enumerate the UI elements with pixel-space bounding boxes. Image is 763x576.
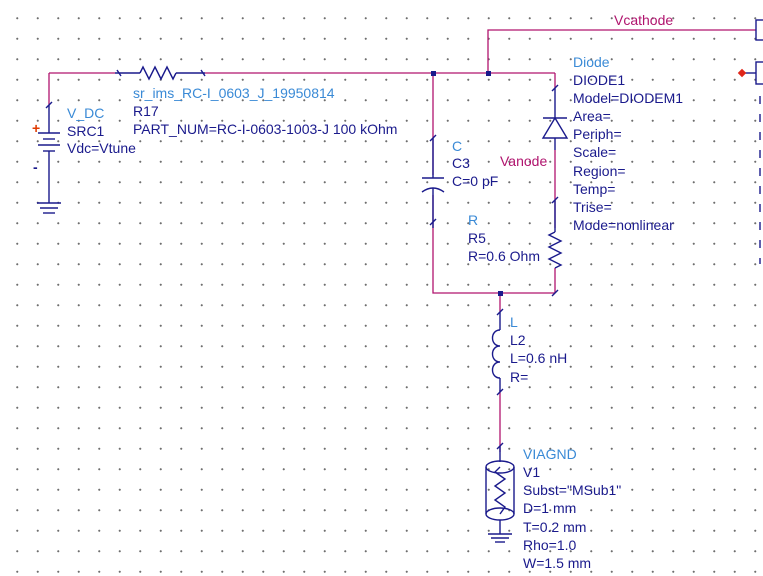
c3-param-c: C=0 pF xyxy=(452,173,498,189)
src1-type-label: V_DC xyxy=(67,105,104,121)
diode1-name-label: DIODE1 xyxy=(573,72,625,88)
v1-type-label: VIAGND xyxy=(523,446,577,462)
diode1-param-area: Area= xyxy=(573,108,611,124)
diode1-param-trise: Trise= xyxy=(573,199,612,215)
junction-dot xyxy=(486,71,491,76)
c3-name-label: C3 xyxy=(452,155,470,171)
src1-symbol[interactable] xyxy=(37,101,61,214)
r5-symbol[interactable] xyxy=(547,196,563,297)
l2-type-label: L xyxy=(510,314,518,330)
diode1-param-model: Model=DIODEM1 xyxy=(573,90,683,106)
r17-name-label: R17 xyxy=(133,103,159,119)
c3-type-label: C xyxy=(452,138,462,154)
net-label-vcathode[interactable]: Vcathode xyxy=(614,12,673,28)
src1-plus-sign: + xyxy=(32,120,40,136)
net-label-vanode[interactable]: Vanode xyxy=(500,153,547,169)
diode1-param-mode: Mode=nonlinear xyxy=(573,217,674,233)
r5-name-label: R5 xyxy=(468,230,486,246)
v1-param-d: D=1 mm xyxy=(523,500,576,516)
c3-symbol[interactable] xyxy=(421,134,445,228)
wire-cap-bottom[interactable] xyxy=(432,195,555,294)
l2-name-label: L2 xyxy=(510,332,526,348)
diode1-type-label: Diode xyxy=(573,54,610,70)
r5-param-r: R=0.6 Ohm xyxy=(468,248,540,264)
diode1-param-temp: Temp= xyxy=(573,181,615,197)
l2-symbol[interactable] xyxy=(491,308,504,396)
junction-dot xyxy=(498,291,503,296)
l2-param-l: L=0.6 nH xyxy=(510,350,567,366)
diode1-param-periph: Periph= xyxy=(573,126,622,142)
v1-symbol[interactable] xyxy=(485,442,515,543)
junction-dot xyxy=(431,71,436,76)
v1-name-label: V1 xyxy=(523,464,540,480)
junctions xyxy=(431,71,503,296)
r17-type-label: sr_ims_RC-I_0603_J_19950814 xyxy=(133,85,335,101)
diode1-symbol[interactable] xyxy=(541,84,569,150)
r17-param-part-num: PART_NUM=RC-I-0603-1003-J 100 kOhm xyxy=(133,121,397,137)
offscreen-component-right[interactable] xyxy=(737,19,763,264)
diode1-param-scale: Scale= xyxy=(573,144,616,160)
src1-name-label: SRC1 xyxy=(67,123,105,139)
r5-type-label: R xyxy=(468,212,478,228)
r17-symbol[interactable] xyxy=(115,65,206,81)
l2-param-r: R= xyxy=(510,369,528,385)
src1-param-vdc: Vdc=Vtune xyxy=(67,140,136,156)
wire-vcathode[interactable] xyxy=(487,29,756,73)
src1-minus-sign: - xyxy=(33,159,38,175)
v1-param-w: W=1.5 mm xyxy=(523,555,591,571)
diode1-param-region: Region= xyxy=(573,163,626,179)
v1-param-subst: Subst="MSub1" xyxy=(523,482,621,498)
v1-param-t: T=0.2 mm xyxy=(523,519,586,535)
pin-marker xyxy=(737,68,747,78)
v1-param-rho: Rho=1.0 xyxy=(523,537,577,553)
